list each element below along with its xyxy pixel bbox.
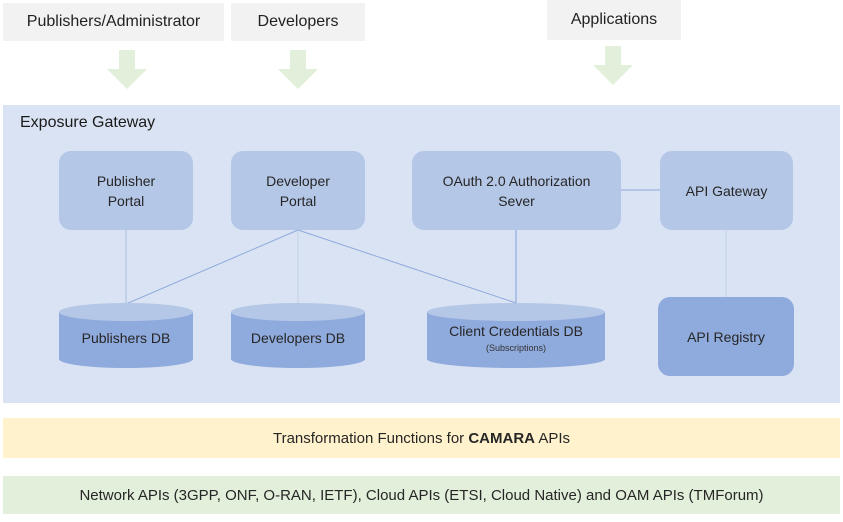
actor-applications: Applications [547,0,681,40]
node-label-line2: Sever [498,192,535,209]
db-label: Publishers DB [81,330,171,346]
exposure-gateway-title: Exposure Gateway [20,114,156,131]
actor-publishers-administrator: Publishers/Administrator [3,3,224,41]
down-arrow-icon [107,50,147,89]
developers-db: Developers DB [231,303,365,370]
node-label-line1: Publisher [96,172,156,189]
node-label: API Registry [687,328,765,345]
node-label: API Gateway [685,182,768,199]
publishers-db: Publishers DB [59,303,193,370]
db-label: Client Credentials DB [449,323,583,339]
node-label-line1: Developer [266,172,330,189]
layer-label: Network APIs (3GPP, ONF, O-RAN, IETF), C… [79,486,764,504]
actor-label: Applications [570,11,658,28]
layer-label-suffix: APIs [535,429,571,447]
database-icon [427,303,605,368]
database-icon [59,303,193,368]
db-label: Developers DB [250,330,346,346]
down-arrow-icon [278,50,318,89]
transformation-functions-layer: Transformation Functions for CAMARA APIs [3,418,840,458]
api-gateway-node: API Gateway [660,151,793,230]
connector-developer-portal-to-client-credentials-db [297,229,517,304]
actor-label: Developers [257,13,339,30]
down-arrow-icon [593,46,633,85]
api-registry-node: API Registry [658,297,794,376]
network-apis-layer: Network APIs (3GPP, ONF, O-RAN, IETF), C… [3,476,840,514]
actor-developers: Developers [231,3,365,41]
client-credentials-db: Client Credentials DB (Subscriptions) [427,303,605,370]
db-sublabel: (Subscriptions) [485,343,547,353]
node-label-line2: Portal [107,192,145,209]
oauth-authorization-server-node: OAuth 2.0 Authorization Sever [412,151,621,230]
connector-developer-portal-to-publishers-db [125,229,299,305]
layer-label-prefix: Transformation Functions for [272,429,469,447]
layer-label-bold: CAMARA [468,429,535,447]
actor-label: Publishers/Administrator [26,13,201,30]
developer-portal-node: Developer Portal [231,151,365,230]
node-label-line1: OAuth 2.0 Authorization [442,172,591,189]
node-label-line2: Portal [279,192,317,209]
database-icon [231,303,365,368]
publisher-portal-node: Publisher Portal [59,151,193,230]
